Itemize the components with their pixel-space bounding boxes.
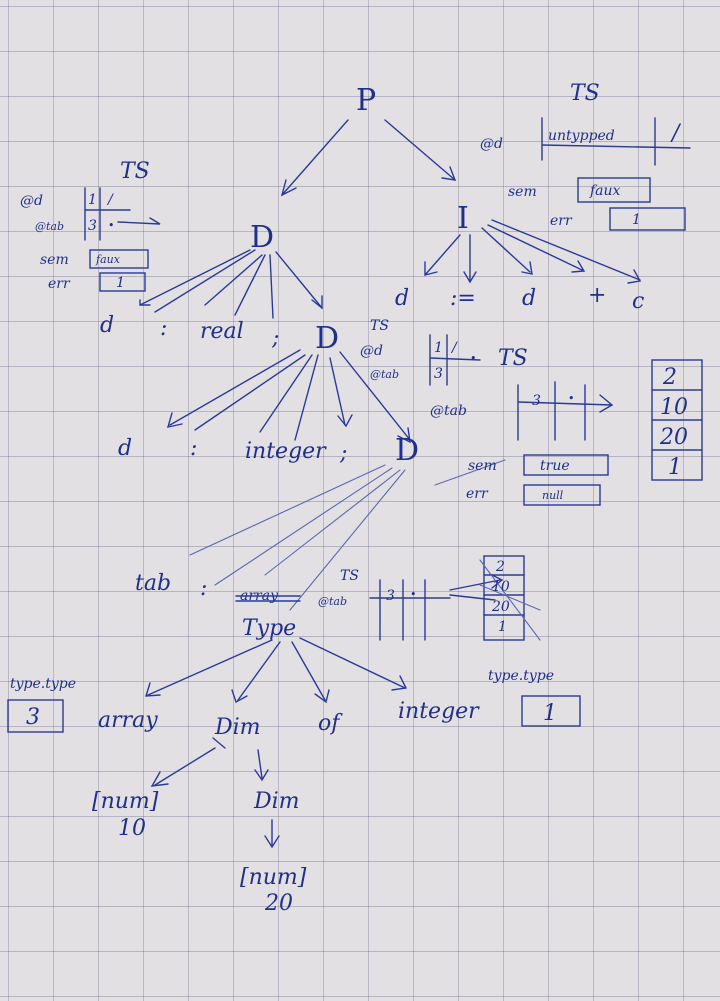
ts-low-row-name: @tab <box>318 595 347 608</box>
ts-left-err-value: 1 <box>116 275 125 291</box>
ts-mid2-title: TS <box>498 346 528 371</box>
ts-mid2-row-name: @tab <box>430 403 467 419</box>
leaf-num-2: [num] <box>240 865 307 890</box>
ts-right-err-value: 1 <box>632 212 641 228</box>
ts-right-sem-label: sem <box>508 184 537 200</box>
ts-left-row2-v2: • <box>108 219 115 232</box>
type-left-label: type.type <box>10 676 76 692</box>
leaf-num-1: [num] <box>92 789 159 814</box>
ts-right-sem-value: faux <box>589 183 621 199</box>
ts-left-sem-value: faux <box>95 253 121 266</box>
ts-left-row1-name: @d <box>20 193 43 209</box>
ts-low-stack-0: 2 <box>495 559 505 575</box>
node-I: I <box>457 201 469 236</box>
ts-mid2-sem-label: sem <box>468 458 497 474</box>
ts-low-title: TS <box>340 568 359 584</box>
ts-left-row2-name: @tab <box>35 220 64 233</box>
dim-stack-1: 10 <box>660 395 688 420</box>
type-annotation-right: type.type 1 <box>488 668 581 727</box>
leaf-real: real <box>200 319 244 344</box>
ts-left-row2-v1: 3 <box>88 218 97 234</box>
dim-stack-2: 20 <box>659 425 688 450</box>
leaf-i-d-2: d <box>522 286 536 311</box>
dim-stack-3: 1 <box>668 455 682 480</box>
ts-low-row-v1: 3 <box>386 588 395 604</box>
leaf-integer-2: integer <box>398 699 480 724</box>
leaf-of: of <box>318 711 343 736</box>
ts-left-title: TS <box>120 159 150 184</box>
ts-mid-row1-v2: / <box>450 340 458 356</box>
leaf-array: array <box>98 708 158 733</box>
ts-mid-row2-v1: 3 <box>434 366 443 382</box>
leaf-d-1: d <box>100 313 114 338</box>
ts-mid-row1-name: @d <box>360 343 383 359</box>
node-D-mid: D <box>315 321 339 356</box>
leaf-tab: tab <box>135 571 171 596</box>
ts-mid2-row-v2: • <box>568 392 575 405</box>
symbol-table-mid: TS @d 1 / @tab 3 • <box>360 318 481 386</box>
leaf-colon-2: : <box>190 436 197 461</box>
dim-stack-0: 2 <box>662 365 677 390</box>
leaf-d-2: d <box>118 436 132 461</box>
tree-edges <box>139 119 642 849</box>
leaf-ten: 10 <box>118 816 146 841</box>
ts-mid-row2-name: @tab <box>370 368 399 381</box>
leaf-semi-2: ; <box>339 441 347 466</box>
ts-low-stack-1: 10 <box>492 579 510 595</box>
leaf-assign: := <box>450 286 476 311</box>
ts-right-row-v2: / <box>670 121 682 146</box>
leaf-i-d-1: d <box>395 286 409 311</box>
ts-mid-title: TS <box>370 318 389 334</box>
ts-right-title: TS <box>570 81 600 106</box>
leaf-plus: + <box>588 283 606 308</box>
leaf-colon-1: : <box>160 316 167 341</box>
symbol-table-right: TS @d untypped / sem faux err 1 <box>480 81 691 231</box>
symbol-table-mid2: TS @tab 3 • sem true err null <box>430 346 614 506</box>
ts-low-stack-2: 20 <box>491 599 510 615</box>
ts-left-row1-v2: / <box>106 192 114 208</box>
type-right-value: 1 <box>543 701 557 726</box>
dimension-stack: 2 10 20 1 <box>651 359 703 481</box>
leaf-integer-1: integer <box>245 439 327 464</box>
ts-right-err-label: err <box>550 213 573 229</box>
ts-mid-row2-v2: • <box>470 352 477 365</box>
node-D-low: D <box>395 433 419 468</box>
ts-mid-row1-v1: 1 <box>434 340 443 356</box>
node-Dim-1: Dim <box>214 715 261 740</box>
node-Type: Type <box>242 616 296 641</box>
leaf-colon-3: : <box>200 576 207 601</box>
ts-left-err-label: err <box>48 276 71 292</box>
ts-mid2-row-v1: 3 <box>532 393 541 409</box>
symbol-table-left: TS @d 1 / @tab 3 • sem faux err 1 <box>20 159 161 292</box>
node-P: P <box>356 83 376 118</box>
type-right-label: type.type <box>488 668 554 684</box>
ts-right-row-name: @d <box>480 136 503 152</box>
leaf-c: c <box>632 289 644 314</box>
node-D-top: D <box>250 220 274 255</box>
ts-mid2-err-label: err <box>466 486 489 502</box>
ts-right-row-value: untypped <box>548 128 615 144</box>
ts-mid2-sem-value: true <box>540 458 570 474</box>
ts-left-row1-v1: 1 <box>88 192 97 208</box>
type-annotation-left: type.type 3 <box>7 676 76 733</box>
type-left-value: 3 <box>26 705 40 730</box>
leaf-semi-1: ; <box>271 326 279 351</box>
ts-mid2-err-value: null <box>542 489 564 502</box>
ts-left-sem-label: sem <box>40 252 69 268</box>
ts-low-stack-3: 1 <box>498 619 507 635</box>
ts-low-row-v2: • <box>410 588 417 601</box>
symbol-table-low: TS @tab 3 • 2 10 20 1 <box>318 555 541 641</box>
leaf-twenty: 20 <box>264 891 293 916</box>
node-Dim-2: Dim <box>253 789 300 814</box>
